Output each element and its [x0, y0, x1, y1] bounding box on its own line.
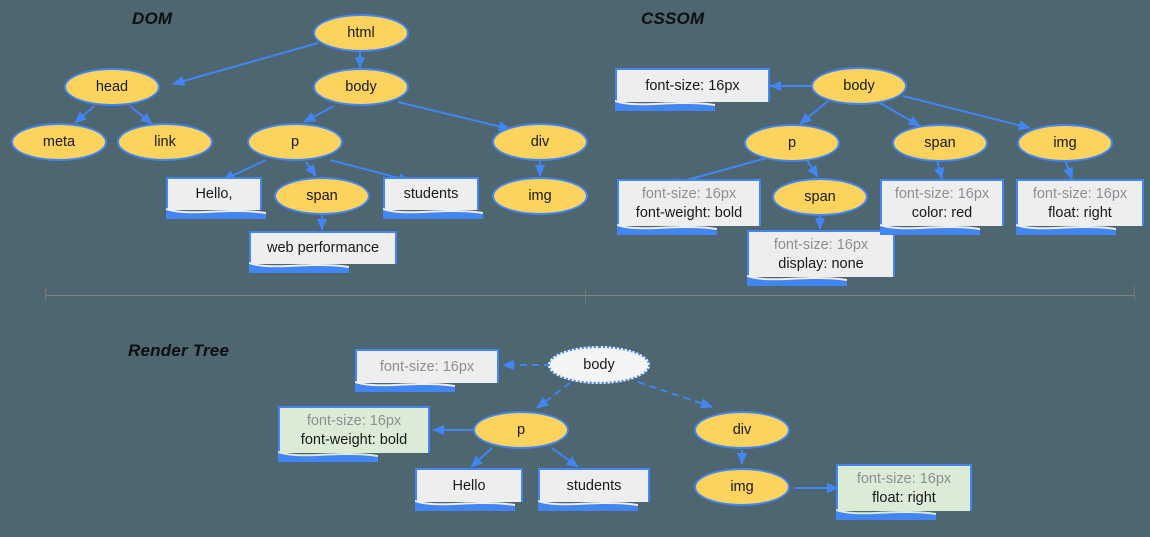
cssom-node-span-inner[interactable]: span [772, 178, 868, 216]
rule-line: font-weight: bold [635, 204, 743, 221]
render-text-students[interactable]: students [538, 468, 650, 511]
dom-text-students[interactable]: students [383, 177, 483, 219]
cssom-node-p[interactable]: p [744, 124, 840, 162]
cssom-rule-span-inner[interactable]: font-size: 16px display: none [747, 230, 895, 286]
cssom-node-img[interactable]: img [1017, 124, 1113, 162]
dom-text-hello[interactable]: Hello, [166, 177, 266, 219]
node-label: img [1053, 135, 1077, 151]
render-rule-body[interactable]: font-size: 16px [355, 349, 499, 392]
dom-text-web-performance[interactable]: web performance [249, 231, 397, 273]
rule-line: float: right [872, 489, 936, 506]
divider-tick-center [585, 289, 586, 305]
dom-node-html[interactable]: html [313, 14, 409, 52]
node-label: body [843, 78, 875, 94]
cssom-rule-img[interactable]: font-size: 16px float: right [1016, 179, 1144, 235]
dom-node-p[interactable]: p [247, 123, 343, 161]
render-text-hello[interactable]: Hello [415, 468, 523, 511]
rule-line: font-size: 16px [379, 358, 475, 375]
render-rule-p[interactable]: font-size: 16px font-weight: bold [278, 406, 430, 462]
dom-node-img[interactable]: img [492, 177, 588, 215]
section-title-cssom: CSSOM [641, 9, 705, 28]
rule-line: color: red [911, 204, 973, 221]
cssom-node-span[interactable]: span [892, 124, 988, 162]
rule-line: font-size: 16px [645, 77, 740, 94]
rule-line: float: right [1048, 204, 1112, 221]
note-line: web performance [266, 240, 380, 257]
node-label: span [306, 188, 338, 204]
render-rule-img[interactable]: font-size: 16px float: right [836, 464, 972, 520]
node-label: body [345, 79, 377, 95]
node-label: p [290, 134, 300, 150]
cssom-node-body[interactable]: body [811, 67, 907, 105]
node-label: html [347, 25, 375, 41]
node-label: meta [42, 134, 76, 150]
rule-line: font-size: 16px [894, 185, 990, 202]
note-line: Hello [452, 477, 486, 494]
section-divider [45, 295, 1135, 296]
rule-line: font-size: 16px [856, 470, 952, 487]
dom-node-span[interactable]: span [274, 177, 370, 215]
rule-line: font-size: 16px [306, 412, 402, 429]
rule-line: font-size: 16px [641, 185, 737, 202]
render-node-body[interactable]: body [548, 346, 650, 384]
node-label: link [154, 134, 176, 150]
render-node-div[interactable]: div [694, 411, 790, 449]
dom-node-div[interactable]: div [492, 123, 588, 161]
node-label: span [804, 189, 836, 205]
rule-line: font-weight: bold [300, 431, 408, 448]
node-label: head [95, 79, 129, 95]
cssom-rule-body[interactable]: font-size: 16px [615, 68, 770, 111]
dom-node-link[interactable]: link [117, 123, 213, 161]
rule-line: display: none [778, 255, 864, 272]
divider-tick-right [1134, 286, 1135, 300]
render-node-img[interactable]: img [694, 468, 790, 506]
rule-line: font-size: 16px [1032, 185, 1128, 202]
section-title-render-tree: Render Tree [128, 341, 230, 360]
node-label: span [924, 135, 956, 151]
node-label: p [516, 422, 526, 438]
node-label: body [583, 357, 615, 373]
note-line: Hello, [195, 186, 233, 203]
node-label: p [787, 135, 797, 151]
node-label: img [730, 479, 754, 495]
dom-node-head[interactable]: head [64, 68, 160, 106]
node-label: div [530, 134, 550, 150]
note-line: students [403, 186, 459, 203]
node-label: div [732, 422, 752, 438]
section-title-dom: DOM [132, 9, 173, 28]
cssom-rule-span[interactable]: font-size: 16px color: red [880, 179, 1004, 235]
cssom-rule-p[interactable]: font-size: 16px font-weight: bold [617, 179, 761, 235]
note-line: students [566, 477, 622, 494]
rule-line: font-size: 16px [773, 236, 869, 253]
node-label: img [528, 188, 552, 204]
render-node-p[interactable]: p [473, 411, 569, 449]
dom-node-meta[interactable]: meta [11, 123, 107, 161]
divider-tick-left [45, 287, 46, 301]
dom-node-body[interactable]: body [313, 68, 409, 106]
